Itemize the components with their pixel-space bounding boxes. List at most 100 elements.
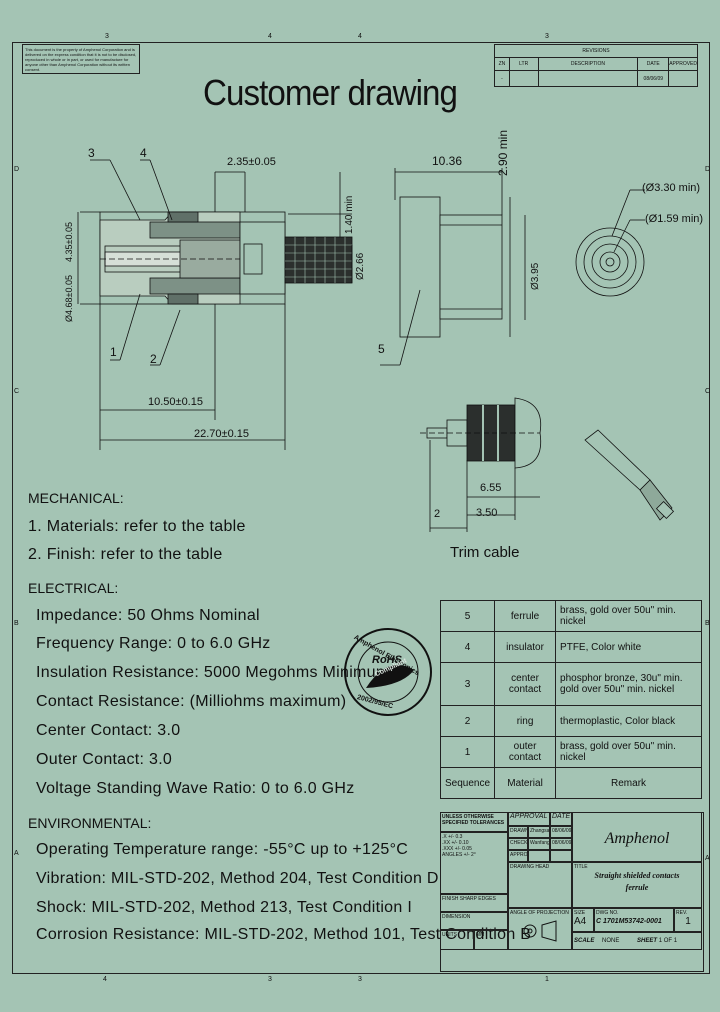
- material-name: insulator: [494, 631, 557, 663]
- proprietary-notice: This document is the property of Ampheno…: [22, 44, 140, 74]
- mechanical-note-1: 1. Materials: refer to the table: [28, 518, 246, 535]
- dwg-label: DWG NO.: [596, 910, 619, 916]
- part-title-line2: ferrule: [625, 883, 649, 892]
- rev-box: REV. 1: [674, 908, 702, 932]
- environmental-heading: ENVIRONMENTAL:: [28, 815, 152, 831]
- rev-cell-approved: [668, 70, 698, 87]
- drawing-head-label: DRAWING HEAD: [508, 862, 572, 908]
- zone-marker-right-a: A: [705, 855, 710, 862]
- header-sequence: Sequence: [439, 767, 496, 799]
- approved-by: [528, 850, 550, 862]
- zone-marker-bottom-4: 1: [545, 976, 549, 983]
- finish-note: FINISH SHARP EDGES: [440, 894, 508, 912]
- of-label: OF: [663, 938, 673, 944]
- tolerances-list: .X +/- 0.3 .XX +/- 0.10 .XXX +/- 0.05 AN…: [440, 832, 508, 894]
- rohs-stamp: [344, 628, 432, 716]
- mechanical-heading: MECHANICAL:: [28, 490, 124, 506]
- dimension-label: DIMENSION: [440, 912, 508, 930]
- material-name: ring: [494, 705, 557, 737]
- dwg-box: DWG NO. C 1701M53742-0001: [594, 908, 674, 932]
- dim-600: Ø4.68±0.05: [64, 275, 74, 322]
- material-remark: thermoplastic, Color black: [555, 705, 702, 737]
- dim-266: Ø2.66: [355, 252, 366, 280]
- rev-cell-zn: -: [494, 70, 510, 87]
- dim-395: Ø3.95: [530, 262, 541, 290]
- electrical-note-6: Outer Contact: 3.0: [36, 751, 173, 768]
- environmental-note-1: Operating Temperature range: -55°C up to…: [36, 841, 409, 858]
- dim-290: 2.90 min: [496, 129, 510, 176]
- materials-table: 5 ferrule brass, gold over 50u" min. nic…: [439, 600, 702, 799]
- callout-1: 1: [110, 345, 117, 359]
- material-row-1: 1 outer contact brass, gold over 50u" mi…: [439, 736, 702, 768]
- title-box: TITLE Straight shielded contacts ferrule: [572, 862, 702, 908]
- rev-label: REV.: [676, 910, 688, 916]
- page-title: Customer drawing: [203, 72, 458, 113]
- dim-235: 2.35±0.05: [227, 156, 276, 168]
- electrical-note-1: Impedance: 50 Ohms Nominal: [36, 607, 260, 624]
- material-name: outer contact: [494, 736, 557, 768]
- trim-cable-label: Trim cable: [450, 544, 520, 561]
- drawing-frame: [12, 42, 710, 974]
- environmental-note-2: Vibration: MIL-STD-202, Method 204, Test…: [36, 870, 439, 887]
- zone-marker-top-4: 3: [545, 33, 549, 40]
- electrical-note-3: Insulation Resistance: 5000 Megohms Mini…: [36, 664, 390, 681]
- rohs-stamp-title: RoHS: [372, 654, 402, 666]
- dim-435: 4.35±0.05: [64, 222, 74, 262]
- revisions-block: REVISIONS ZN LTR DESCRIPTION DATE APPROV…: [494, 44, 698, 87]
- header-material: Material: [494, 767, 557, 799]
- units-value: MM: [474, 930, 508, 950]
- company-logo: Amphenol: [572, 812, 702, 862]
- callout-5: 5: [378, 342, 385, 356]
- tolerance-xx: .XX +/- 0.10: [442, 840, 469, 846]
- rev-cell-date: 08/06/09: [637, 70, 670, 87]
- dwg-number: C 1701M53742-0001: [596, 918, 662, 925]
- header-remark: Remark: [555, 767, 702, 799]
- checked-by: Wanfang: [528, 838, 550, 850]
- size-box: SIZE A4: [572, 908, 594, 932]
- material-row-2: 2 ring thermoplastic, Color black: [439, 705, 702, 737]
- approval-heading: APPROVAL: [508, 812, 550, 826]
- zone-marker-left-b: B: [14, 620, 19, 627]
- rev-value: 1: [685, 916, 691, 927]
- part-title-line1: Straight shielded contacts: [594, 871, 680, 880]
- title-label: TITLE: [574, 864, 588, 870]
- checked-date: 08/06/09: [550, 838, 572, 850]
- dim-1036: 10.36: [432, 154, 463, 168]
- drawn-by: Zhangsan: [528, 826, 550, 838]
- size-value: A4: [574, 916, 587, 927]
- zone-marker-left-a: A: [14, 850, 19, 857]
- material-remark: phosphor bronze, 30u" min. gold over 50u…: [555, 662, 702, 706]
- drawn-label: DRAWN: [508, 826, 528, 838]
- zone-marker-top-3: 4: [358, 33, 362, 40]
- electrical-note-2: Frequency Range: 0 to 6.0 GHz: [36, 635, 271, 652]
- dim-350: 3.50: [476, 507, 498, 519]
- date-heading: DATE: [550, 812, 572, 826]
- zone-marker-right-b: B: [705, 620, 710, 627]
- electrical-note-5: Center Contact: 3.0: [36, 722, 181, 739]
- units-label: UNITS: [440, 930, 474, 950]
- material-row-4: 4 insulator PTFE, Color white: [439, 631, 702, 663]
- scale-label: SCALE: [574, 938, 595, 944]
- callout-2: 2: [150, 352, 157, 366]
- checked-label: CHECKED: [508, 838, 528, 850]
- tolerances-heading: UNLESS OTHERWISE SPECIFIED TOLERANCES: [440, 812, 508, 832]
- material-remark: PTFE, Color white: [555, 631, 702, 663]
- material-seq: 3: [439, 662, 496, 706]
- approved-label: APPROVED: [508, 850, 528, 862]
- electrical-note-7: Voltage Standing Wave Ratio: 0 to 6.0 GH…: [36, 780, 355, 797]
- of-value: 1: [673, 938, 678, 944]
- tolerance-angles: ANGLES +/- 2°: [442, 852, 476, 858]
- electrical-heading: ELECTRICAL:: [28, 580, 119, 596]
- zone-marker-bottom-2: 3: [268, 976, 272, 983]
- material-seq: 2: [439, 705, 496, 737]
- material-seq: 5: [439, 600, 496, 632]
- projection-box: ANGLE OF PROJECTION: [508, 908, 572, 950]
- zone-marker-top-2: 4: [268, 33, 272, 40]
- material-remark: brass, gold over 50u" min. nickel: [555, 736, 702, 768]
- dim-159: (Ø1.59 min): [645, 213, 704, 225]
- zone-marker-bottom-3: 3: [358, 976, 362, 983]
- dim-330: (Ø3.30 min): [642, 182, 701, 194]
- callout-3: 3: [88, 146, 95, 160]
- material-name: ferrule: [494, 600, 557, 632]
- dim-1050: 10.50±0.15: [148, 396, 203, 408]
